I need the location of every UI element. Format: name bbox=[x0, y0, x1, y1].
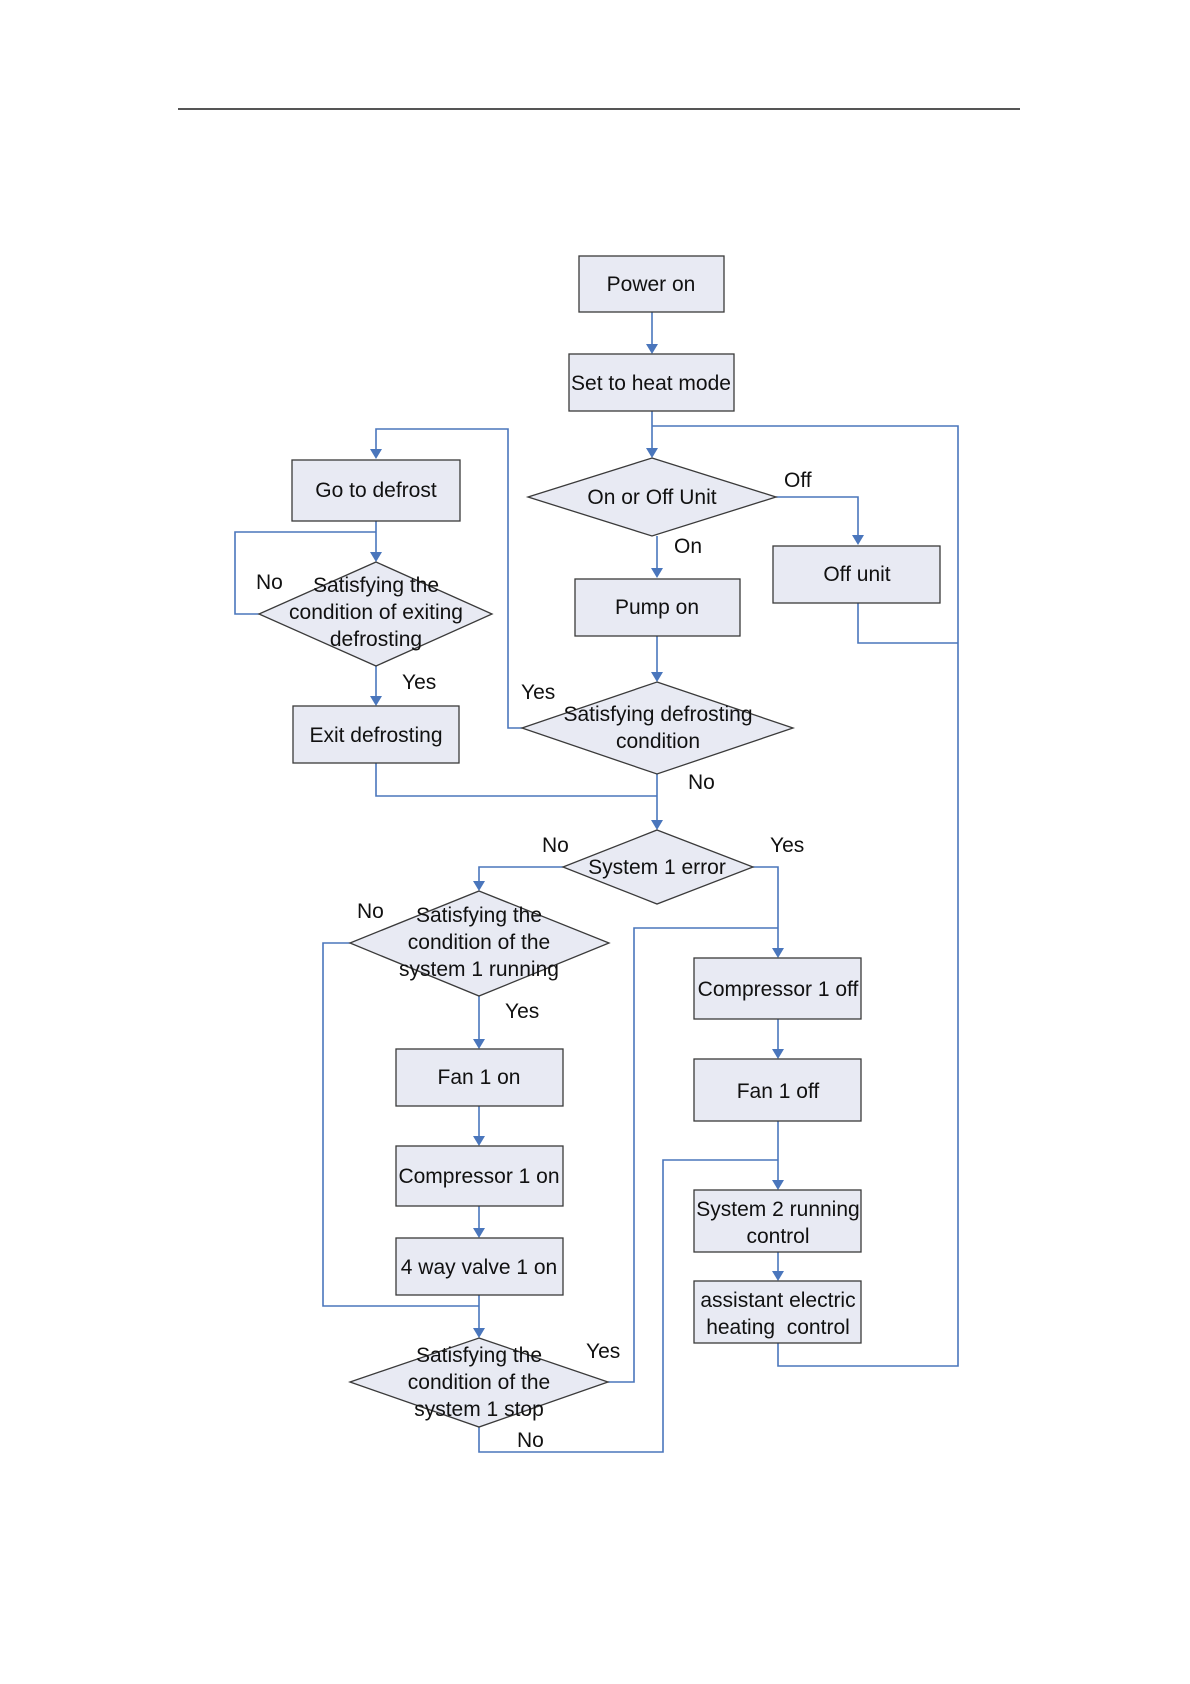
loop-back-line bbox=[652, 425, 959, 1362]
running-check-line-1: Satisfying the bbox=[416, 904, 542, 927]
arrowhead bbox=[651, 672, 663, 682]
system1-error-text: System 1 error bbox=[588, 856, 726, 879]
connector bbox=[375, 763, 657, 797]
assist-heating-line-2: heating control bbox=[706, 1316, 850, 1339]
defrost-check-line-1: Satisfying defrosting bbox=[563, 703, 752, 726]
heat-mode-box bbox=[568, 353, 735, 412]
connector bbox=[478, 1159, 778, 1453]
off-branch-label: Off bbox=[784, 469, 812, 492]
fan1-off-text: Fan 1 off bbox=[737, 1080, 820, 1103]
arrowhead bbox=[370, 449, 382, 459]
arrowhead bbox=[772, 1180, 784, 1190]
fan1-off-box bbox=[693, 1058, 862, 1122]
connector bbox=[375, 428, 522, 729]
stop-check-line-1: Satisfying the bbox=[416, 1344, 542, 1367]
power-on-box bbox=[578, 255, 725, 313]
go-to-defrost-box bbox=[291, 459, 461, 522]
arrowhead bbox=[772, 1049, 784, 1059]
arrowhead bbox=[370, 552, 382, 562]
connector bbox=[857, 603, 958, 644]
arrowhead bbox=[852, 535, 864, 545]
stop-yes-label: Yes bbox=[586, 1340, 620, 1363]
error-yes-label: Yes bbox=[770, 834, 804, 857]
arrowhead bbox=[646, 448, 658, 458]
connector bbox=[322, 942, 479, 1307]
defrost-check-line-2: condition bbox=[616, 730, 700, 753]
on-branch-label: On bbox=[674, 535, 702, 558]
defrost-yes-label: Yes bbox=[521, 681, 555, 704]
running-no-label: No bbox=[357, 900, 384, 923]
way-valve1-on-text: 4 way valve 1 on bbox=[401, 1256, 557, 1279]
power-on-text: Power on bbox=[607, 273, 696, 296]
on-off-unit-diamond bbox=[525, 457, 779, 537]
system1-running-check-diamond bbox=[348, 890, 611, 997]
arrowhead bbox=[772, 948, 784, 958]
header-rule bbox=[178, 108, 1020, 110]
arrowhead bbox=[473, 1039, 485, 1049]
way-valve1-on-box bbox=[395, 1237, 564, 1296]
exit-defrosting-text: Exit defrosting bbox=[309, 724, 442, 747]
system1-stop-check-diamond bbox=[348, 1337, 610, 1428]
system2-control-box bbox=[693, 1189, 862, 1253]
exit-defrost-check-diamond bbox=[257, 561, 494, 667]
stop-check-line-2: condition of the bbox=[408, 1371, 550, 1394]
error-no-label: No bbox=[542, 834, 569, 857]
connector bbox=[234, 531, 376, 615]
defrost-check-diamond bbox=[519, 681, 796, 775]
exit-no-label: No bbox=[256, 571, 283, 594]
connector bbox=[608, 927, 778, 1383]
exit-defrost-check-line-1: Satisfying the bbox=[313, 574, 439, 597]
pump-on-box bbox=[574, 578, 741, 637]
arrowhead bbox=[473, 1328, 485, 1338]
fan1-on-box bbox=[395, 1048, 564, 1107]
arrowhead bbox=[473, 1228, 485, 1238]
connector bbox=[478, 866, 563, 881]
exit-yes-label: Yes bbox=[402, 671, 436, 694]
arrowhead bbox=[651, 568, 663, 578]
arrowhead bbox=[473, 881, 485, 891]
system2-control-line-1: System 2 running bbox=[696, 1198, 859, 1221]
on-off-unit-text: On or Off Unit bbox=[587, 486, 716, 509]
exit-defrost-check-line-2: condition of exiting bbox=[289, 601, 463, 624]
shapes bbox=[257, 255, 941, 1428]
arrowhead bbox=[473, 1136, 485, 1146]
connector bbox=[753, 866, 779, 948]
system2-control-line-2: control bbox=[746, 1225, 809, 1248]
compressor1-on-text: Compressor 1 on bbox=[398, 1165, 559, 1188]
arrowhead bbox=[651, 820, 663, 830]
arrowhead bbox=[772, 1271, 784, 1281]
defrost-no-label: No bbox=[688, 771, 715, 794]
exit-defrost-check-line-3: defrosting bbox=[330, 628, 422, 651]
off-unit-box bbox=[772, 545, 941, 604]
stop-no-label: No bbox=[517, 1429, 544, 1452]
connector bbox=[777, 1343, 959, 1367]
assist-heating-box bbox=[693, 1280, 862, 1344]
arrowhead bbox=[370, 696, 382, 706]
off-unit-text: Off unit bbox=[823, 563, 890, 586]
arrowhead bbox=[646, 344, 658, 354]
running-check-line-2: condition of the bbox=[408, 931, 550, 954]
system1-error-diamond bbox=[561, 829, 755, 905]
fan1-on-text: Fan 1 on bbox=[438, 1066, 521, 1089]
connectors bbox=[234, 311, 959, 1453]
stop-check-line-3: system 1 stop bbox=[414, 1398, 544, 1421]
heat-mode-text: Set to heat mode bbox=[571, 372, 731, 395]
go-to-defrost-text: Go to defrost bbox=[315, 479, 437, 502]
compressor1-off-text: Compressor 1 off bbox=[698, 978, 859, 1001]
assist-heating-line-1: assistant electric bbox=[700, 1289, 855, 1312]
exit-defrosting-box bbox=[292, 705, 460, 764]
labels: Power on Set to heat mode On or Off Unit… bbox=[256, 273, 891, 1452]
compressor1-on-box bbox=[395, 1145, 564, 1207]
connector bbox=[776, 496, 859, 535]
running-yes-label: Yes bbox=[505, 1000, 539, 1023]
running-check-line-3: system 1 running bbox=[399, 958, 559, 981]
pump-on-text: Pump on bbox=[615, 596, 699, 619]
compressor1-off-box bbox=[693, 957, 862, 1020]
